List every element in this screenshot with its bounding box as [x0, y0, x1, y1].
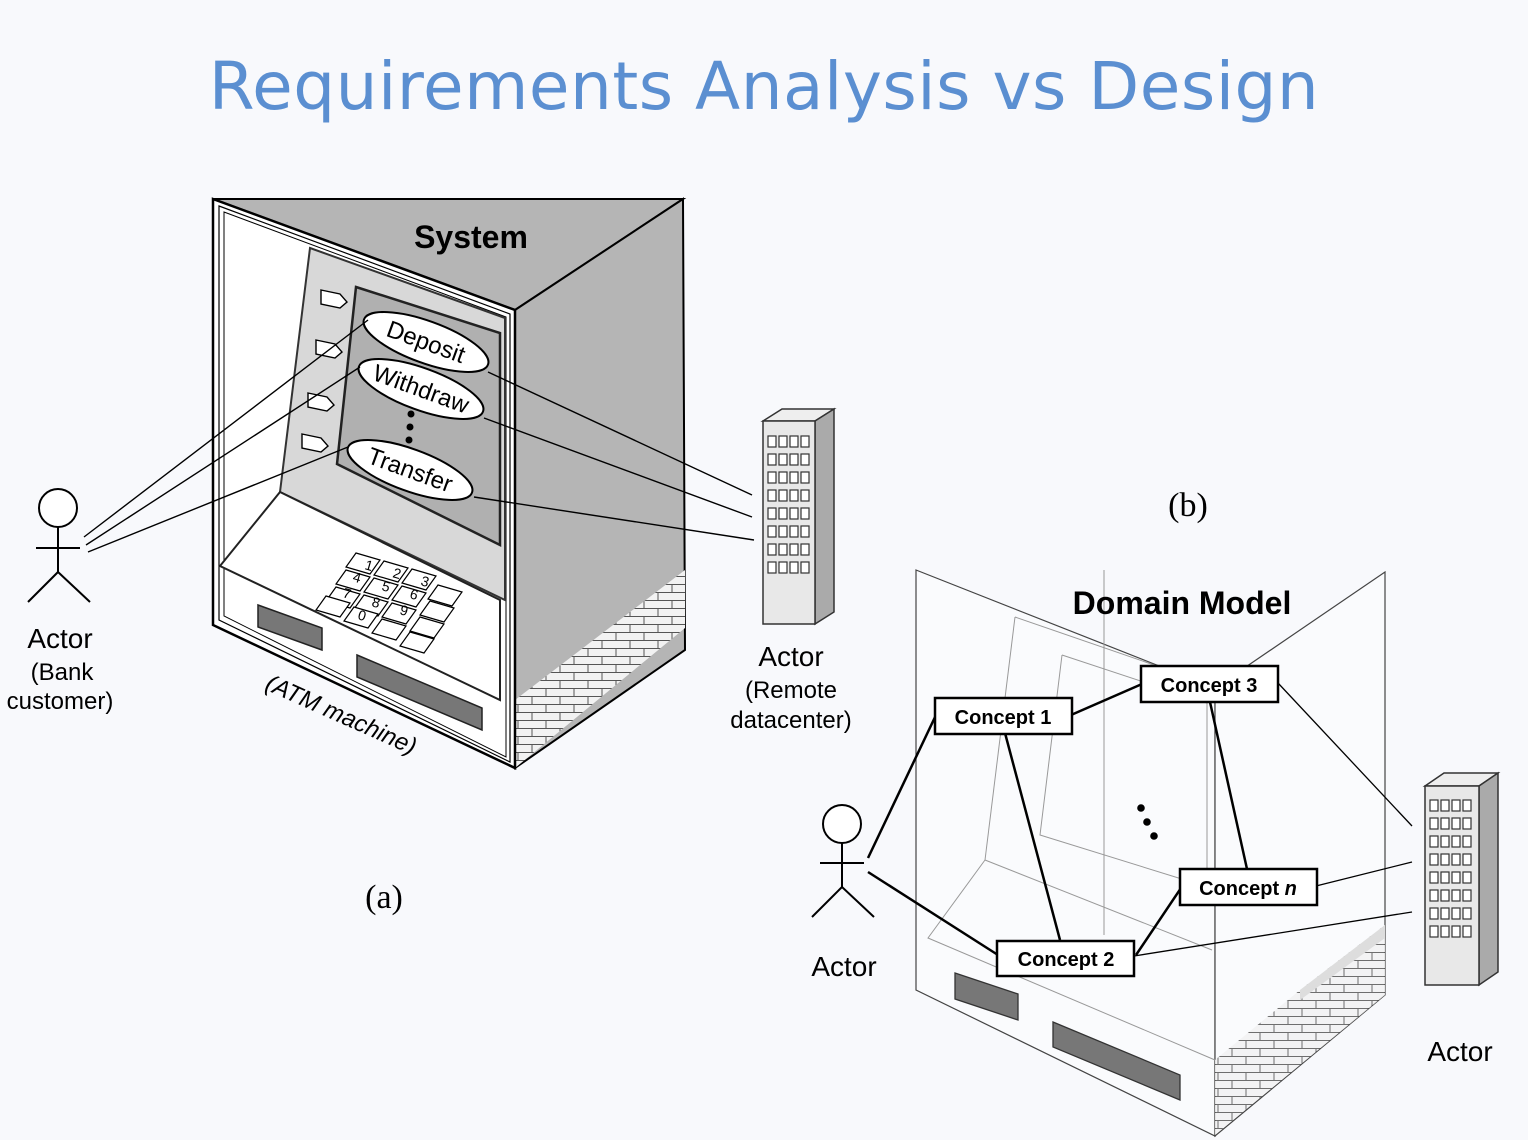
concept-n-prefix: Concept — [1199, 878, 1285, 900]
card-slot — [257, 603, 323, 652]
actor-right-b-name: Actor — [1427, 1036, 1492, 1067]
concept-n-variable: n — [1285, 878, 1297, 900]
concept-n-label: Concept n — [1199, 878, 1297, 900]
atm-machine — [211, 197, 687, 770]
cash-slot — [356, 653, 483, 732]
actor-left-b-icon — [811, 804, 875, 918]
concept-n: Concept n — [1178, 867, 1319, 907]
concept-2: Concept 2 — [995, 939, 1136, 978]
concept-1-label: Concept 1 — [955, 707, 1052, 729]
actor-datacenter-line1: (Remote — [745, 677, 837, 704]
datacenter-building-icon — [760, 407, 837, 626]
panel-b-label: (b) — [1168, 487, 1208, 524]
concept-3: Concept 3 — [1139, 664, 1280, 704]
screen-side-buttons — [301, 289, 348, 453]
association-lines-a — [83, 319, 755, 553]
slide-title: Requirements Analysis vs Design — [208, 48, 1320, 125]
actor-left-b-name: Actor — [811, 951, 876, 982]
ellipsis-dots-b — [1137, 804, 1158, 840]
concept-3-label: Concept 3 — [1161, 675, 1258, 697]
use-case-transfer: Transfer — [346, 439, 474, 501]
system-label: System — [414, 219, 528, 255]
actor-datacenter-line2: datacenter) — [730, 707, 851, 734]
association-lines-b — [866, 682, 1413, 957]
actor-bank-customer-icon — [27, 488, 91, 603]
concept-2-label: Concept 2 — [1018, 949, 1115, 971]
actor-datacenter-name: Actor — [758, 641, 823, 672]
actor-bank-customer-line1: (Bank — [31, 659, 95, 686]
datacenter-building-b-icon — [1422, 771, 1501, 987]
keypad — [315, 552, 463, 654]
ellipsis-dots-a — [405, 410, 415, 444]
actor-bank-customer-name: Actor — [27, 623, 92, 654]
domain-model-label: Domain Model — [1073, 585, 1292, 621]
concept-1: Concept 1 — [933, 696, 1074, 736]
panel-a-label: (a) — [365, 879, 403, 916]
domain-model-frame — [915, 569, 1386, 1138]
actor-bank-customer-line2: customer) — [7, 688, 114, 715]
